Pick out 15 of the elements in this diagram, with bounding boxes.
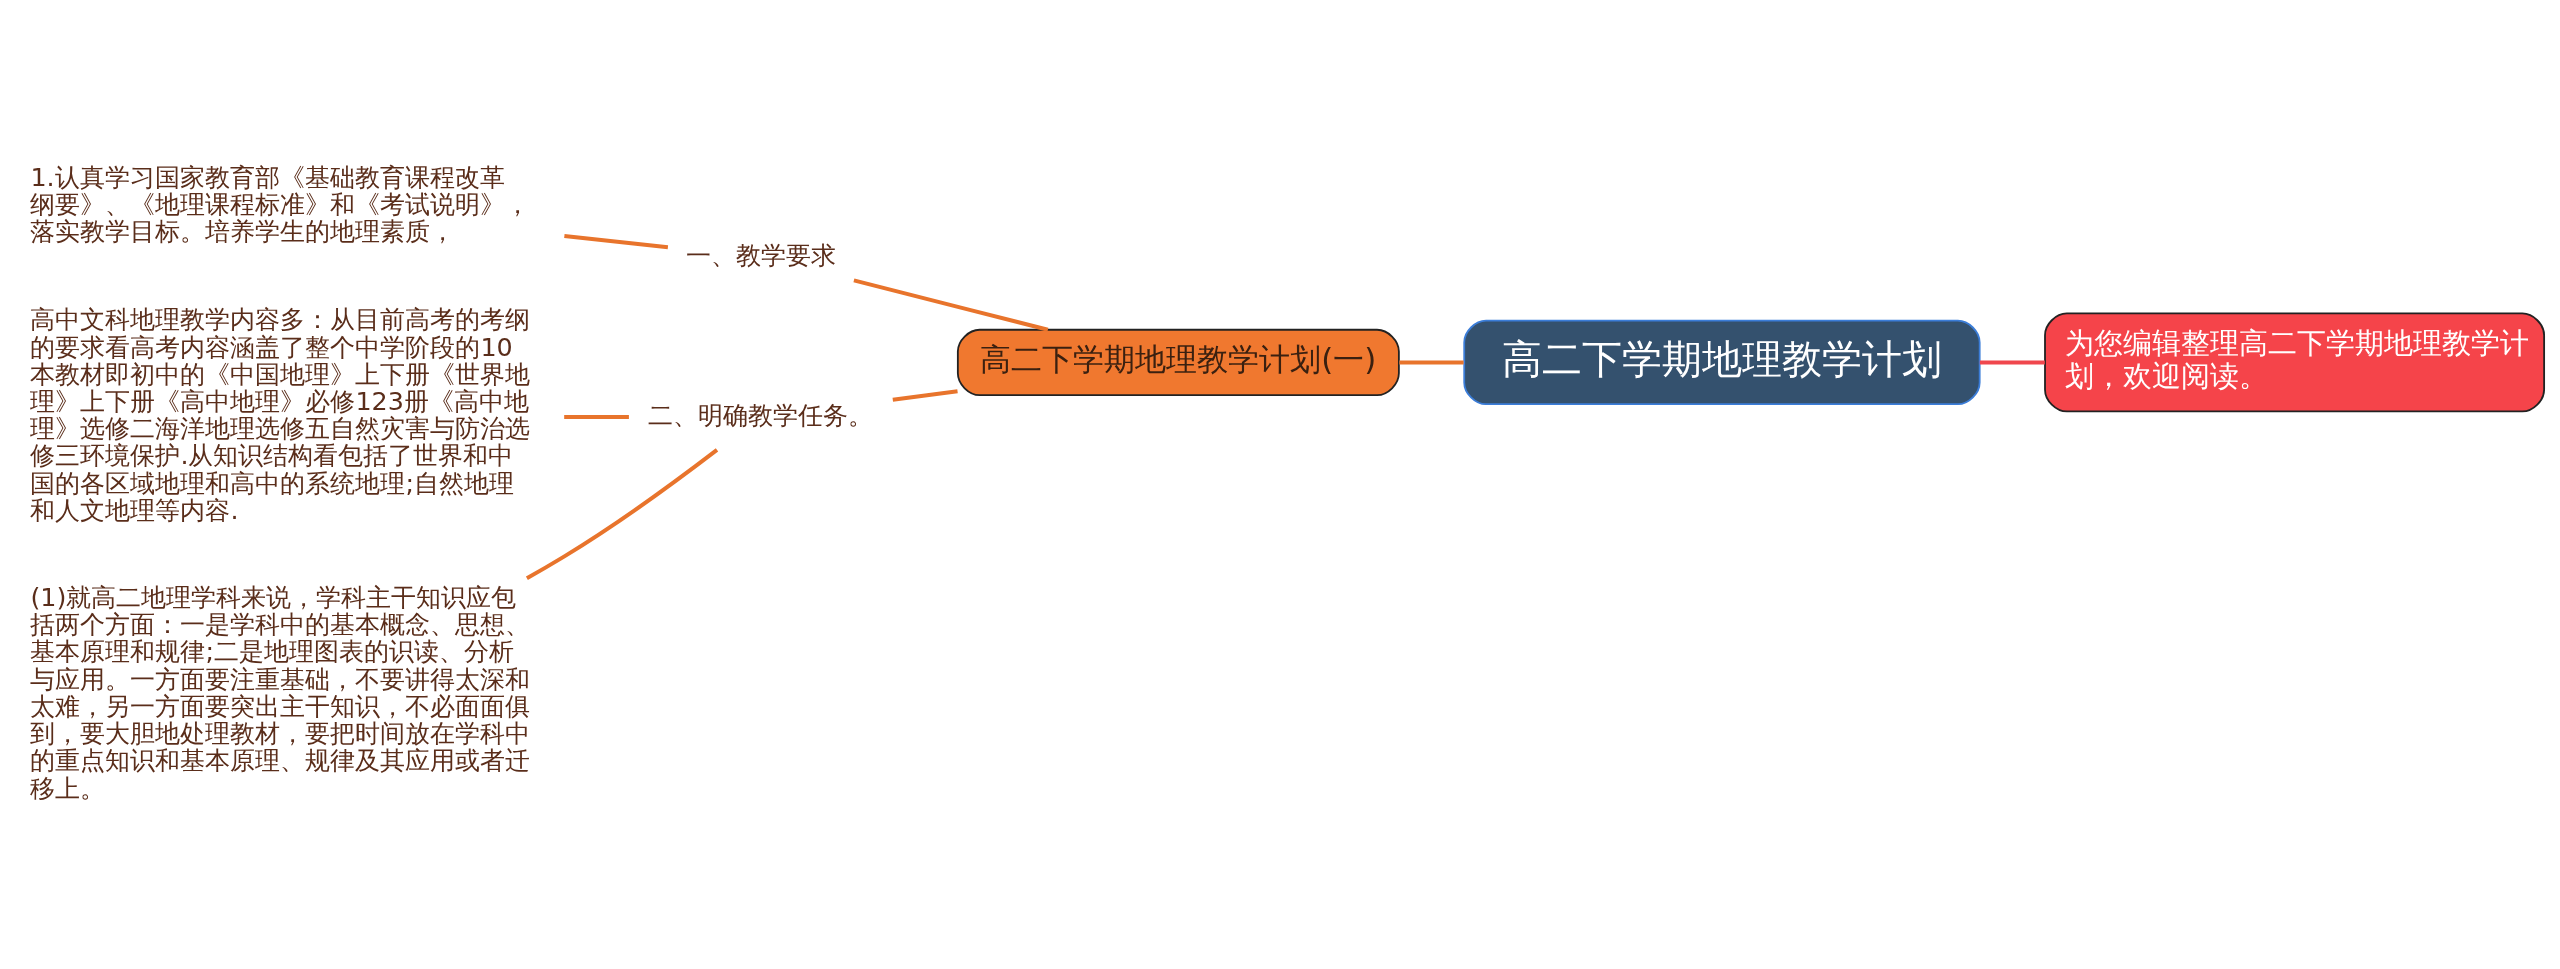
connector (853, 278, 1049, 332)
node-box: 高二下学期地理教学计划 (1463, 319, 1981, 406)
node-box: 为您编辑整理高二下学期地理教学计划，欢迎阅读。 (2044, 312, 2546, 413)
node-text: 1.认真学习国家教育部《基础教育课程改革纲要》、《地理课程标准》和《考试说明》，落实教学目标。培养学生的地理素质， (30, 161, 531, 247)
connector (564, 234, 669, 250)
connector (1979, 360, 2045, 365)
node-box: 高二下学期地理教学计划(一) (956, 328, 1400, 396)
connector (564, 414, 629, 419)
node-text: 高中文科地理教学内容多：从目前高考的考纲的要求看高考内容涵盖了整个中学阶段的10本教材即初中的《中国地理》上下册《世界地理》上下册《高中地理》必修123册《高中地理》选修二海洋地理选修五自然灾害与防治选修三环境保护.从知识结构看包括了世界和中国的各区域地理和高中的系统地理;自然地理和人文地理等内容. (30, 304, 531, 525)
connector (525, 448, 719, 581)
node-text: (1)就高二地理学科来说，学科主干知识应包括两个方面：一是学科中的基本概念、思想、基本原理和规律;二是地理图表的识读、分析与应用。一方面要注重基础，不要讲得太深和太难，另一方面要突出主干知识，不必面面俱到，要大胆地处理教材，要把时间放在学科中的重点知识和基本原理、规律及其应用或者迁移上。 (30, 582, 531, 803)
node-text: 二、明确教学任务。 (648, 399, 874, 430)
connector (1399, 360, 1464, 365)
node-text: 一、教学要求 (685, 239, 836, 270)
connector (892, 389, 958, 402)
